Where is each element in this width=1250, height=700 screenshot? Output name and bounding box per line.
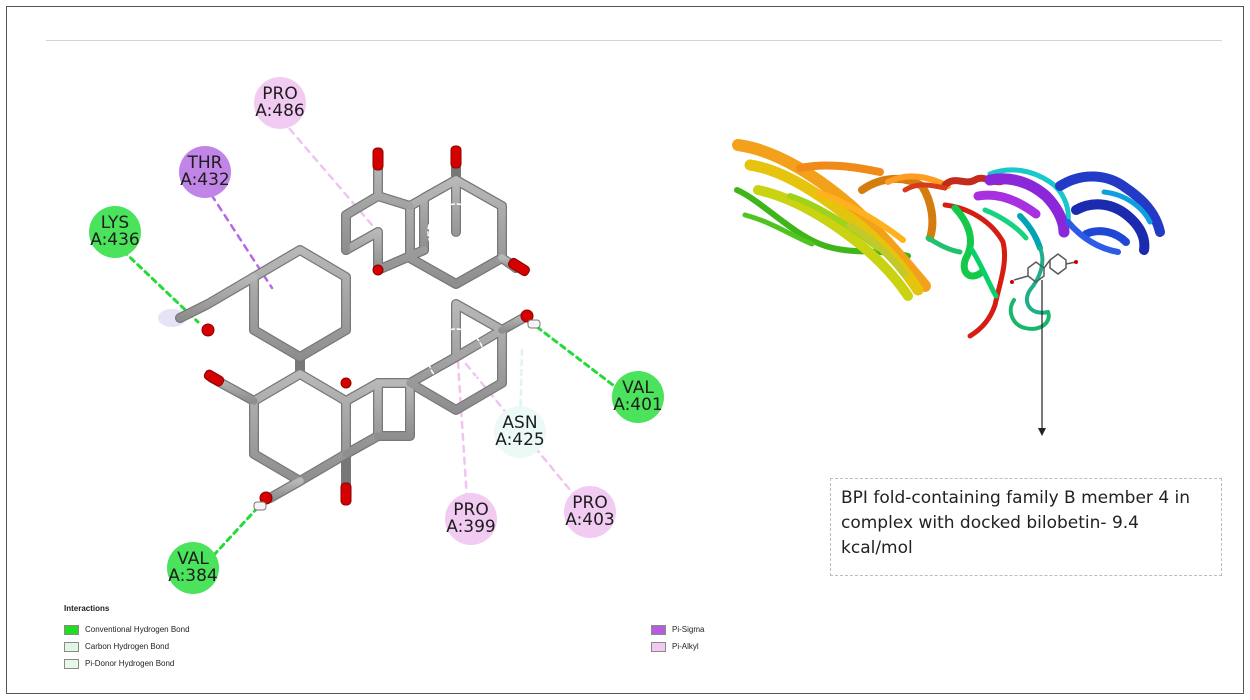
residue-name: THR (187, 153, 223, 173)
residue-id: A:436 (90, 230, 140, 250)
complex-caption: BPI fold-containing family B member 4 in… (830, 478, 1222, 576)
figure-frame (6, 6, 1244, 694)
legend-label: Conventional Hydrogen Bond (85, 625, 190, 634)
bilobetin-ligand (158, 145, 541, 511)
interaction-line-pro399 (456, 360, 470, 517)
interaction-line-val401 (535, 325, 628, 397)
pointer-arrow (1038, 280, 1046, 436)
residue-id: A:432 (180, 170, 230, 190)
residue-disc (612, 371, 664, 423)
legend-label: Carbon Hydrogen Bond (85, 642, 170, 651)
legend-item-pi-sigma: Pi-Sigma (651, 624, 704, 636)
residue-name: ASN (502, 413, 537, 433)
residue-disc (179, 146, 231, 198)
residue-disc (564, 486, 616, 538)
legend-item-pi-alkyl: Pi-Alkyl (651, 641, 699, 653)
caption-text: BPI fold-containing family B member 4 in… (841, 488, 1191, 558)
residue-id: A:401 (613, 395, 663, 415)
top-divider (46, 40, 1222, 41)
legend-swatch (64, 658, 79, 669)
residue-disc (254, 77, 306, 129)
docked-ligand-in-protein (1010, 253, 1078, 284)
residue-id: A:384 (168, 566, 218, 586)
legend-swatch (651, 624, 666, 635)
residue-id: A:399 (446, 517, 496, 537)
legend-swatch (651, 641, 666, 652)
residue-name: PRO (453, 500, 488, 520)
residue-disc (89, 206, 141, 258)
residue-name: VAL (177, 549, 209, 569)
legend-swatch (64, 641, 79, 652)
residue-name: PRO (262, 84, 297, 104)
residue-disc (445, 493, 497, 545)
residue-discs: PROA:486THRA:432LYSA:436VALA:401ASNA:425… (89, 77, 664, 594)
legend-title: Interactions (64, 604, 110, 613)
residue-id: A:403 (565, 510, 615, 530)
interaction-line-lys436 (114, 242, 200, 324)
interaction-line-pro486 (280, 118, 380, 234)
legend-label: Pi-Donor Hydrogen Bond (85, 659, 175, 668)
residue-id: A:486 (255, 101, 305, 121)
legend-label: Pi-Sigma (672, 625, 705, 634)
legend-item-carbon-hydrogen-bond: Carbon Hydrogen Bond (64, 641, 169, 653)
legend-item-conventional-hydrogen-bond: Conventional Hydrogen Bond (64, 624, 190, 636)
interactions-legend: Interactions Conventional Hydrogen Bond … (62, 602, 762, 672)
residue-name: VAL (622, 378, 654, 398)
legend-swatch (64, 624, 79, 635)
residue-name: PRO (572, 493, 607, 513)
residue-id: A:425 (495, 430, 545, 450)
legend-item-pi-donor-hydrogen-bond: Pi-Donor Hydrogen Bond (64, 658, 174, 670)
residue-name: LYS (101, 213, 129, 233)
residue-disc (494, 406, 546, 458)
legend-label: Pi-Alkyl (672, 642, 699, 651)
residue-disc (167, 542, 219, 594)
protein-ribbon-structure (732, 139, 1165, 339)
